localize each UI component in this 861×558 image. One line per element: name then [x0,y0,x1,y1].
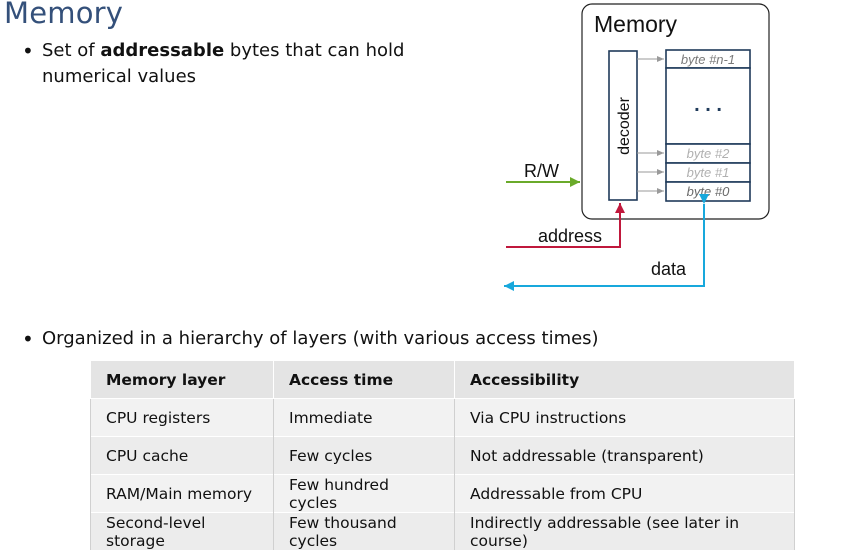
bullet-text-bold: addressable [100,40,225,61]
table-row: CPU cache Few cycles Not addressable (tr… [90,436,795,475]
table-row: CPU registers Immediate Via CPU instruct… [90,398,795,437]
table-cell: RAM/Main memory [90,474,274,513]
bullet-addressable-bytes: Set of addressable bytes that can hold n… [22,38,422,90]
header-memory-layer: Memory layer [90,360,274,399]
table-cell: Few hundred cycles [273,474,455,513]
rw-label: R/W [524,161,559,181]
table-cell: Addressable from CPU [454,474,795,513]
memory-diagram: Memory decoder byte #n-1 . . . byte #2 b… [504,3,770,291]
byte-label-0: byte #0 [687,184,730,199]
table-row: Second-level storage Few thousand cycles… [90,512,795,550]
table-row: RAM/Main memory Few hundred cycles Addre… [90,474,795,513]
table-cell: Via CPU instructions [454,398,795,437]
byte-label-2: byte #2 [687,146,730,161]
table-cell: CPU cache [90,436,274,475]
memory-box-title: Memory [594,11,678,37]
header-access-time: Access time [273,360,455,399]
decoder-block [608,50,638,201]
memory-hierarchy-table: Memory layer Access time Accessibility C… [90,360,795,550]
data-arrow [504,194,709,291]
page-title: Memory [4,0,124,30]
table-cell: Few cycles [273,436,455,475]
bullet-text-suffix: bytes that can hold numerical values [42,40,405,87]
table-cell: Not addressable (transparent) [454,436,795,475]
decoder-label: decoder [616,96,633,154]
table-cell: CPU registers [90,398,274,437]
bullet-text-prefix: Set of [42,40,101,61]
byte-label-1: byte #1 [687,165,730,180]
table-cell: Second-level storage [90,512,274,550]
bullet-hierarchy: Organized in a hierarchy of layers (with… [22,326,742,352]
table-cell: Immediate [273,398,455,437]
byte-label-n-1: byte #n-1 [681,52,735,67]
header-accessibility: Accessibility [454,360,795,399]
table-cell: Indirectly addressable (see later in cou… [454,512,795,550]
table-header-row: Memory layer Access time Accessibility [90,360,795,399]
byte-ellipsis: . . . [694,94,722,116]
table-cell: Few thousand cycles [273,512,455,550]
address-label: address [538,226,602,246]
data-label: data [651,259,687,279]
